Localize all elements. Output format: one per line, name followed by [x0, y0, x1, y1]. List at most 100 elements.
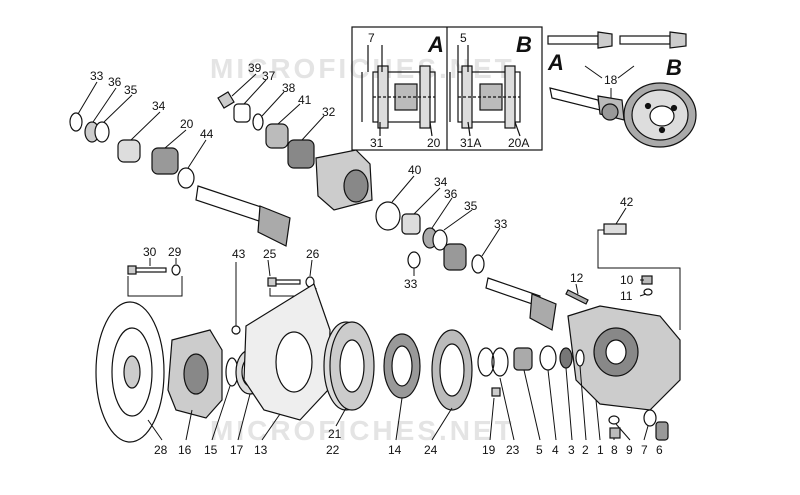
part-6-plug [655, 421, 669, 441]
callout-35-center: 35 [464, 199, 478, 213]
part-33a [69, 112, 83, 132]
part-43 [231, 325, 241, 335]
part-38 [252, 113, 264, 131]
bearing-section-b [449, 45, 521, 129]
callout-36-center: 36 [444, 187, 458, 201]
callout-17: 17 [230, 443, 244, 457]
part-19-screw [491, 387, 501, 397]
callout-23: 23 [506, 443, 520, 457]
callout-25: 25 [263, 247, 277, 261]
callout-20: 20 [180, 117, 194, 131]
part-8-bolt [609, 427, 621, 439]
callout-29: 29 [168, 245, 182, 259]
part-12-pin [565, 289, 589, 305]
part-25-head [267, 277, 277, 287]
callout-3: 3 [568, 443, 575, 457]
inset-label-31a: 31A [460, 136, 481, 150]
callout-19: 19 [482, 443, 496, 457]
callout-11: 11 [620, 289, 633, 303]
inset-letter-a: A [427, 32, 444, 57]
part-41 [265, 123, 289, 149]
inset-dim-7: 7 [368, 31, 375, 45]
callout-26: 26 [306, 247, 320, 261]
part-33c [471, 254, 485, 274]
callout-39: 39 [248, 61, 262, 75]
input-pinion [257, 205, 291, 247]
callout-7: 7 [641, 443, 648, 457]
part-7-ring [643, 409, 657, 427]
crown-gear [623, 82, 697, 148]
callout-5: 5 [536, 443, 543, 457]
callout-41: 41 [298, 93, 312, 107]
callout-37: 37 [262, 69, 276, 83]
part-30-bolt [135, 267, 167, 273]
part-3-seal [559, 347, 573, 369]
callout-2: 2 [582, 443, 589, 457]
lower-left-leaders [127, 258, 317, 326]
upper-middle-leaders [231, 73, 325, 141]
inset-dim-5: 5 [460, 31, 467, 45]
part-44 [177, 167, 195, 189]
callout-35-upper: 35 [124, 83, 138, 97]
part-37 [233, 103, 251, 123]
lower-leaders [147, 365, 662, 441]
part-20-bearing [151, 147, 179, 175]
callout-4: 4 [552, 443, 559, 457]
pinion-shafts-top [547, 31, 687, 49]
part-39-nut [217, 91, 235, 109]
callout-33-center: 33 [404, 277, 418, 291]
part-35a [94, 121, 110, 143]
upper-middle-parts [217, 91, 315, 169]
callout-40: 40 [408, 163, 422, 177]
part-40-oring [375, 201, 401, 231]
watermark-bottom: MICROFICHES.NET [210, 415, 515, 446]
callout-12: 12 [570, 271, 584, 285]
part-33b [407, 251, 421, 269]
part-29-washer [171, 264, 181, 276]
inset-box [351, 26, 543, 151]
callout-8: 8 [611, 443, 618, 457]
callout-33-right: 33 [494, 217, 508, 231]
housing-bore [343, 169, 369, 203]
part-ring-b [491, 347, 509, 377]
upper-left-leaders [77, 81, 207, 169]
part-11-washer [643, 288, 653, 296]
center-leaders [391, 175, 501, 276]
callout-16: 16 [178, 443, 192, 457]
part-9-washer [608, 415, 620, 425]
callout-32: 32 [322, 105, 336, 119]
callout-38: 38 [282, 81, 296, 95]
pinion-gear [529, 293, 557, 331]
callout-44: 44 [200, 127, 214, 141]
callout-13: 13 [254, 443, 268, 457]
part-35b [432, 229, 448, 251]
gear-letter-a: A [547, 50, 564, 75]
callout-43: 43 [232, 247, 246, 261]
part-32 [287, 139, 315, 169]
center-parts [315, 149, 557, 331]
callout-34-center: 34 [434, 175, 448, 189]
part-5-bushing [513, 347, 533, 371]
part-2-ring [575, 349, 585, 367]
callout-9: 9 [626, 443, 633, 457]
upper-left-parts [69, 112, 291, 247]
callout-22: 22 [326, 443, 340, 457]
pinion-bearing [443, 243, 467, 271]
part-34a [117, 139, 141, 163]
bearing-section-a [361, 45, 436, 129]
gear-letter-b: B [666, 55, 682, 80]
part-4-ring [539, 345, 557, 371]
part-34b [401, 213, 421, 235]
callout-42: 42 [620, 195, 634, 209]
inset-label-31: 31 [370, 136, 384, 150]
callout-24: 24 [424, 443, 438, 457]
pinion-gear-assembly [549, 87, 625, 121]
callout-6: 6 [656, 443, 663, 457]
callout-1: 1 [597, 443, 604, 457]
callout-30: 30 [143, 245, 157, 259]
lower-left-bolts [127, 264, 315, 335]
inset-label-20: 20 [427, 136, 441, 150]
label-18: 18 [604, 73, 618, 87]
